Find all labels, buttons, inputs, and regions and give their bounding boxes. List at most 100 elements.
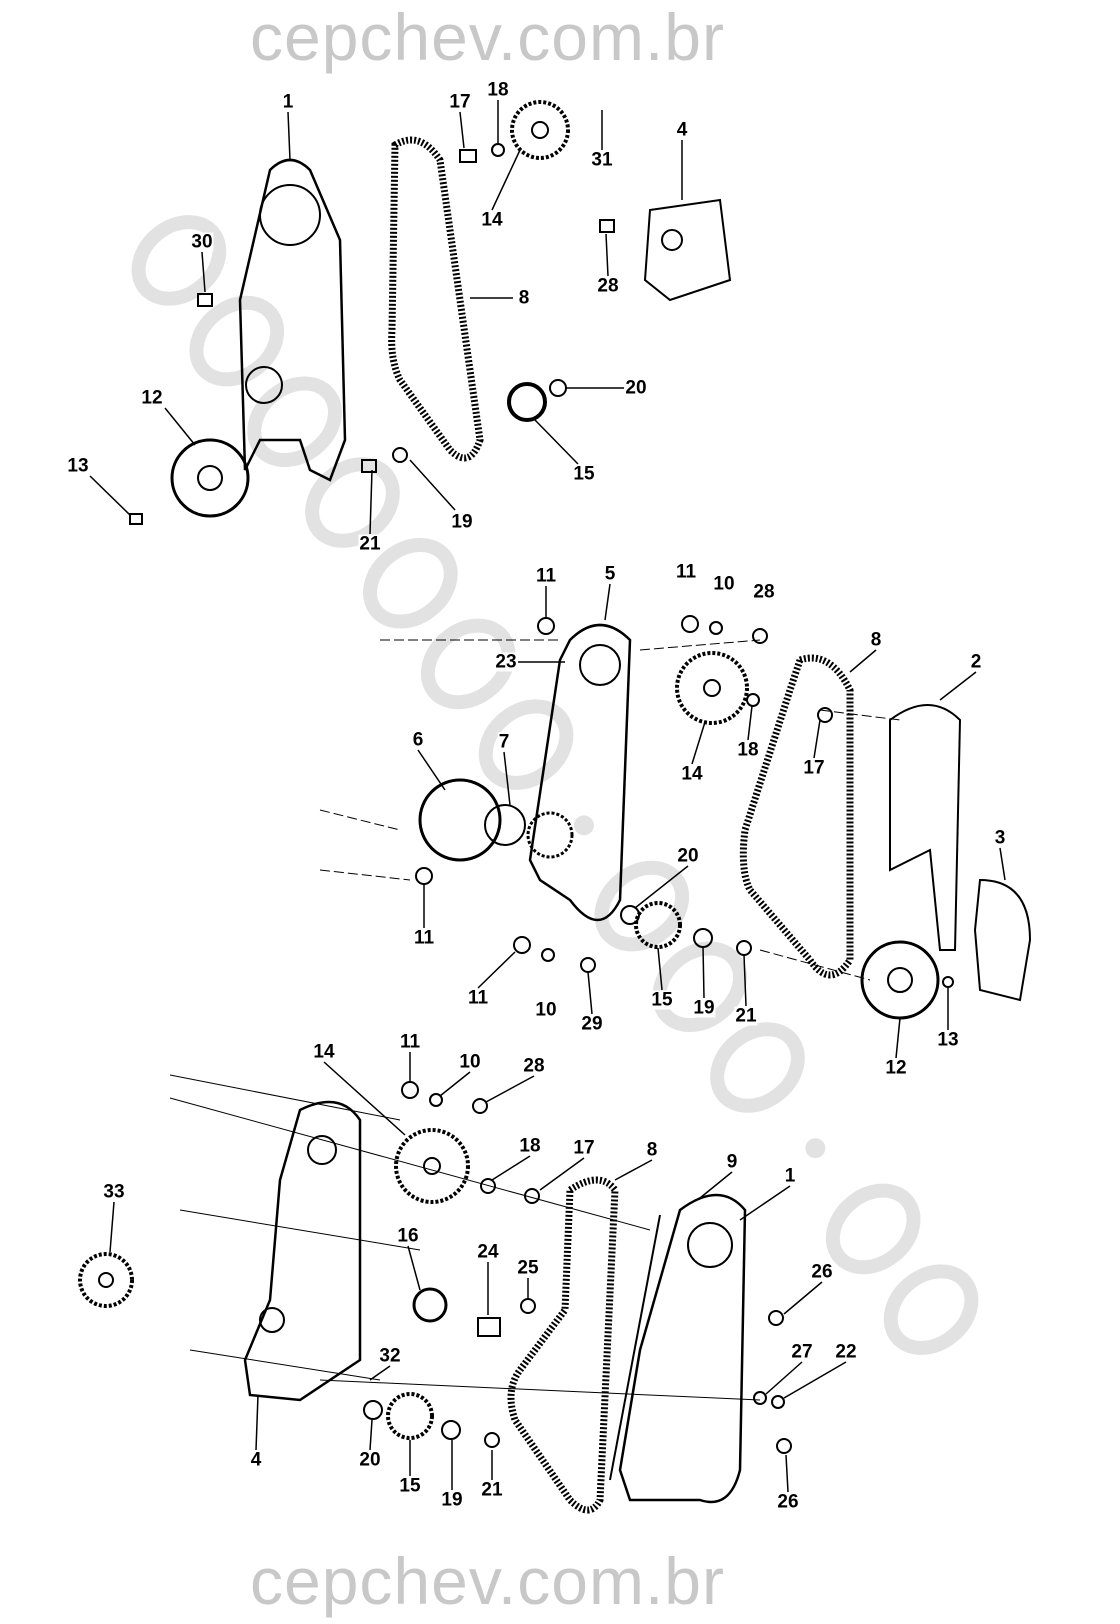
callout-label: 5: [603, 563, 617, 585]
watermark-letter-mark: [883, 1264, 979, 1355]
callout-label: 7: [497, 731, 511, 753]
callout-label: 21: [734, 1005, 758, 1027]
shield-part-3: [973, 878, 1032, 1002]
watermark-letter-mark: [363, 537, 458, 629]
callout-label: 24: [476, 1241, 500, 1263]
pulley-12: [860, 940, 940, 1020]
callout-label: 14: [680, 763, 704, 785]
cover-part-2: [889, 704, 962, 951]
callout-label: 19: [450, 511, 474, 533]
water-pump-6: [418, 778, 502, 862]
callout-label: 23: [494, 651, 518, 673]
callout-label: 26: [776, 1491, 800, 1513]
callout-label: 1: [783, 1165, 797, 1187]
callout-label: 15: [572, 463, 596, 485]
callout-label: 12: [884, 1057, 908, 1079]
callout-label: 17: [448, 91, 472, 113]
tensioner-7: [526, 811, 574, 859]
bottom-assembly: [78, 1052, 847, 1514]
callout-label: 21: [480, 1479, 504, 1501]
pulley-12: [170, 438, 250, 518]
callout-label: 26: [810, 1261, 834, 1283]
plate-part-4: [643, 198, 732, 302]
gasket-9: [609, 1214, 661, 1481]
callout-label: 21: [358, 533, 382, 555]
watermark-letter-mark: [247, 376, 342, 468]
callout-label: 1: [281, 91, 295, 113]
callout-label: 30: [190, 231, 214, 253]
callout-label: 17: [802, 757, 826, 779]
callout-label: 33: [102, 1181, 126, 1203]
callout-label: 28: [596, 275, 620, 297]
watermark-letter-mark: [652, 941, 747, 1033]
callout-label: 20: [358, 1449, 382, 1471]
callout-label: 20: [624, 377, 648, 399]
callout-label: 28: [752, 581, 776, 603]
camshaft-gear-14: [675, 651, 749, 725]
callout-label: 19: [440, 1489, 464, 1511]
callout-label: 18: [486, 79, 510, 101]
callout-label: 22: [834, 1341, 858, 1363]
callout-label: 11: [398, 1031, 422, 1053]
watermark-letter-mark: [573, 815, 594, 836]
callout-label: 15: [398, 1475, 422, 1497]
gear-15: [386, 1392, 434, 1440]
callout-label: 20: [676, 845, 700, 867]
callout-label: 31: [590, 149, 614, 171]
callout-label: 9: [725, 1151, 739, 1173]
callout-label: 18: [518, 1135, 542, 1157]
callout-label: 16: [396, 1225, 420, 1247]
camshaft-gear-14: [394, 1128, 470, 1204]
callout-label: 25: [516, 1257, 540, 1279]
callout-label: 2: [969, 651, 983, 673]
callout-label: 19: [692, 997, 716, 1019]
callout-label: 10: [458, 1051, 482, 1073]
callout-label: 11: [674, 561, 698, 583]
watermark-letter-mark: [805, 1138, 826, 1159]
callout-label: 17: [572, 1137, 596, 1159]
callout-label: 11: [534, 565, 558, 587]
middle-assembly: [319, 583, 1032, 1059]
top-assembly: [89, 100, 732, 535]
callout-label: 13: [66, 455, 90, 477]
callout-label: 14: [480, 209, 504, 231]
callout-label: 14: [312, 1041, 336, 1063]
callout-label: 4: [675, 119, 689, 141]
callout-label: 12: [140, 387, 164, 409]
tensioner-16: [412, 1287, 448, 1323]
callout-label: 29: [580, 1013, 604, 1035]
front-cover-1: [618, 1193, 747, 1504]
callout-label: 3: [993, 827, 1007, 849]
callout-label: 8: [517, 287, 531, 309]
cover-part-1: [238, 158, 347, 482]
gear-15: [507, 382, 547, 422]
cover-part-5: [528, 623, 632, 922]
callout-label: 15: [650, 989, 674, 1011]
watermark-letter-mark: [478, 699, 574, 790]
timing-belt-8: [388, 136, 484, 462]
callout-label: 28: [522, 1055, 546, 1077]
callout-label: 4: [249, 1449, 263, 1471]
callout-label: 11: [412, 927, 436, 949]
callout-label: 8: [869, 629, 883, 651]
watermark-letter-mark: [825, 1183, 921, 1275]
watermark-top: cepchev.com.br: [250, 0, 725, 74]
gear-15: [634, 901, 682, 949]
timing-belt-8: [507, 1176, 619, 1514]
callout-label: 10: [534, 999, 558, 1021]
spacer-24: [477, 1317, 501, 1337]
callout-label: 8: [645, 1139, 659, 1161]
callout-label: 32: [378, 1345, 402, 1367]
watermark-letter-mark: [420, 618, 516, 710]
callout-label: 11: [466, 987, 490, 1009]
timing-belt-8: [739, 654, 854, 979]
callout-label: 27: [790, 1341, 814, 1363]
rear-plate-4: [243, 1100, 362, 1402]
camshaft-gear-14: [510, 100, 570, 160]
callout-label: 10: [712, 573, 736, 595]
callout-label: 18: [736, 739, 760, 761]
callout-label: 13: [936, 1029, 960, 1051]
callout-label: 6: [411, 729, 425, 751]
